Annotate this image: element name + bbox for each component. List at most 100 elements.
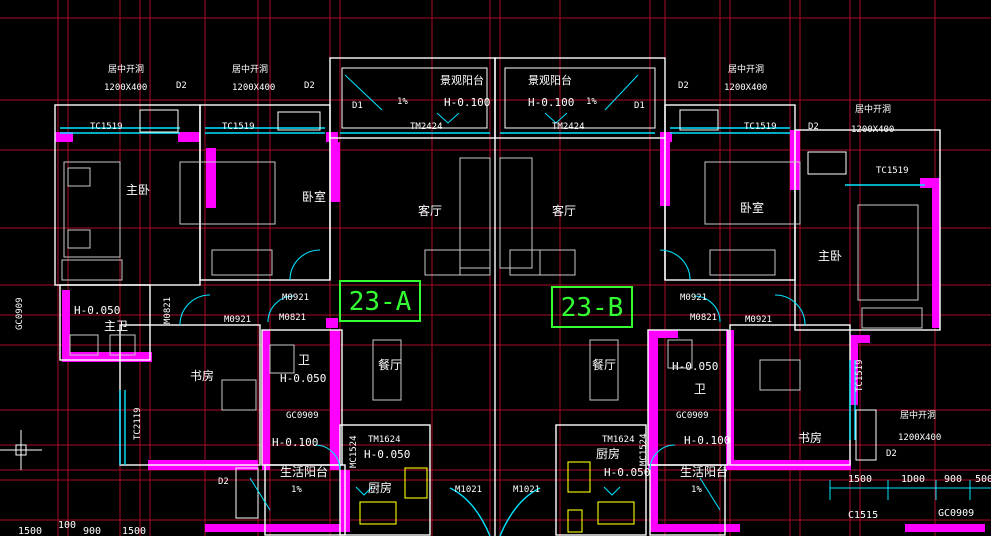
opening-code: D2	[678, 81, 689, 91]
dimension-text: 1500	[848, 474, 872, 485]
floor-level: H-0.050	[74, 304, 120, 317]
slope-note: 1%	[397, 97, 408, 107]
opening-size: 1200X400	[232, 83, 275, 93]
room-name: 景观阳台	[440, 73, 484, 87]
door-code: TM1624	[368, 435, 401, 445]
master-bed-left	[63, 161, 121, 258]
door-code: M0921	[745, 315, 772, 325]
dimension-text: 1500	[18, 526, 42, 536]
furniture-layer	[61, 157, 923, 411]
room-name: 厨房	[596, 446, 620, 461]
door-code: M0921	[680, 293, 707, 303]
room-name: 客厅	[418, 203, 442, 218]
floor-level: H-0.100	[444, 96, 490, 109]
room-name: 卧室	[740, 200, 764, 215]
opening-code: D2	[886, 449, 897, 459]
floor-level: H-0.050	[604, 466, 650, 479]
door-code: M0921	[282, 293, 309, 303]
floor-level: H-0.100	[272, 436, 318, 449]
door-code: M0821	[163, 297, 173, 324]
room-name: 书房	[798, 430, 822, 445]
unit-tag-a-box	[339, 280, 421, 322]
slope-note: 1%	[291, 485, 302, 495]
opening-code: D2	[176, 81, 187, 91]
room-name: 主卧	[126, 183, 150, 197]
window-code: TC2119	[133, 407, 143, 440]
opening-code: D1	[352, 101, 363, 111]
window-code: TC1519	[744, 122, 777, 132]
leader-layer	[249, 74, 721, 511]
room-name: 卫	[694, 382, 706, 396]
opening-code: D1	[634, 101, 645, 111]
door-code: TM1624	[602, 435, 635, 445]
dimension-lines	[829, 480, 991, 500]
window-code: GC0909	[938, 508, 974, 519]
room-name: 餐厅	[378, 357, 402, 372]
door-code: M1021	[455, 485, 482, 495]
opening-note: 居中开洞	[232, 63, 268, 75]
door-code: M0821	[690, 313, 717, 323]
window-code: TC1519	[222, 122, 255, 132]
room-name: 生活阳台	[280, 464, 328, 479]
dimension-text: 100	[58, 520, 76, 531]
window-code: GC0909	[15, 297, 25, 330]
unit-tag-b: 23-B	[561, 293, 624, 323]
opening-note: 居中开洞	[108, 63, 144, 75]
floor-level: H-0.050	[672, 360, 718, 373]
opening-note: 居中开洞	[728, 63, 764, 75]
room-outline-layer	[54, 57, 941, 536]
dimension-labels: 1500 1D00 900 500 C1515 GC0909 1500 100 …	[18, 474, 991, 536]
dining-table-left	[372, 339, 402, 401]
window-code: GC0909	[676, 411, 709, 421]
room-name: 书房	[190, 368, 214, 383]
dimension-text: 900	[944, 474, 962, 485]
room-name: 厨房	[368, 480, 392, 495]
window-code: TC1519	[90, 122, 123, 132]
opening-code: D2	[808, 122, 819, 132]
room-name: 客厅	[552, 203, 576, 218]
room-name: 主卫	[104, 319, 128, 333]
room-name: 主卧	[818, 249, 842, 263]
window-code: TC1519	[876, 166, 909, 176]
door-code: M0921	[224, 315, 251, 325]
opening-note: 居中开洞	[900, 409, 936, 421]
unit-tag-b-box	[551, 286, 633, 328]
door-code: TM2424	[552, 122, 585, 132]
opening-size: 1200X400	[724, 83, 767, 93]
room-name: 卫	[298, 353, 310, 367]
opening-size: 1200X400	[851, 125, 894, 135]
dining-table-right	[589, 339, 619, 401]
floor-level: H-0.100	[684, 434, 730, 447]
opening-code: D2	[218, 477, 229, 487]
slope-note: 1%	[691, 485, 702, 495]
bed-right	[704, 161, 801, 225]
sofa-right	[499, 157, 533, 269]
left-unit-labels: 居中开洞 1200X400 居中开洞 1200X400 D2 D2 D1 1% …	[15, 63, 490, 495]
door-code: M1021	[513, 485, 540, 495]
window-layer	[60, 127, 925, 536]
unit-tag-a: 23-A	[349, 287, 412, 317]
dimension-text: 500	[975, 474, 991, 485]
door-code: TM2424	[410, 122, 443, 132]
door-swing-layer	[179, 249, 806, 471]
kitchen-fixture-layer	[359, 461, 635, 533]
opening-layer	[139, 67, 877, 519]
door-code: M0821	[279, 313, 306, 323]
sofa-left	[459, 157, 491, 269]
room-name: 卧室	[302, 189, 326, 204]
opening-size: 1200X400	[898, 433, 941, 443]
window-code: GC0909	[286, 411, 319, 421]
room-name: 餐厅	[592, 357, 616, 372]
dimension-text: 900	[83, 526, 101, 536]
room-name: 景观阳台	[528, 73, 572, 87]
floor-level: H-0.050	[280, 372, 326, 385]
dimension-text: 1D00	[901, 474, 925, 485]
window-code: TC1519	[855, 359, 865, 392]
window-code: MC1524	[349, 435, 359, 468]
window-code: MC1524	[639, 433, 649, 466]
opening-size: 1200X400	[104, 83, 147, 93]
room-name: 生活阳台	[680, 464, 728, 479]
opening-note: 居中开洞	[855, 103, 891, 115]
floor-level: H-0.100	[528, 96, 574, 109]
